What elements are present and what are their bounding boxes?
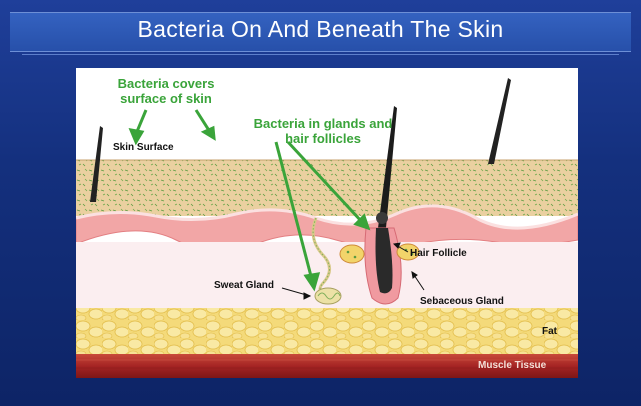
label-skin-surface: Skin Surface xyxy=(113,142,174,153)
label-hair-follicle: Hair Follicle xyxy=(410,248,467,259)
sebaceous-gland-left xyxy=(340,245,364,263)
label-muscle-tissue: Muscle Tissue xyxy=(478,360,546,371)
label-bacteria-surface: Bacteria covers surface of skin xyxy=(96,76,236,106)
fat-layer xyxy=(76,308,578,354)
slide-title: Bacteria On And Beneath The Skin xyxy=(10,16,631,43)
epidermis-layer xyxy=(76,160,578,216)
skin-cross-section xyxy=(76,68,578,378)
label-fat: Fat xyxy=(542,326,557,337)
hair-right xyxy=(488,78,511,164)
title-divider xyxy=(22,54,619,55)
label-sebaceous-gland: Sebaceous Gland xyxy=(420,296,504,307)
label-sweat-gland: Sweat Gland xyxy=(214,280,274,291)
label-bacteria-glands: Bacteria in glands and hair follicles xyxy=(248,116,398,146)
skin-diagram: Bacteria covers surface of skin Bacteria… xyxy=(76,68,578,378)
sweat-gland-coil xyxy=(315,288,341,304)
